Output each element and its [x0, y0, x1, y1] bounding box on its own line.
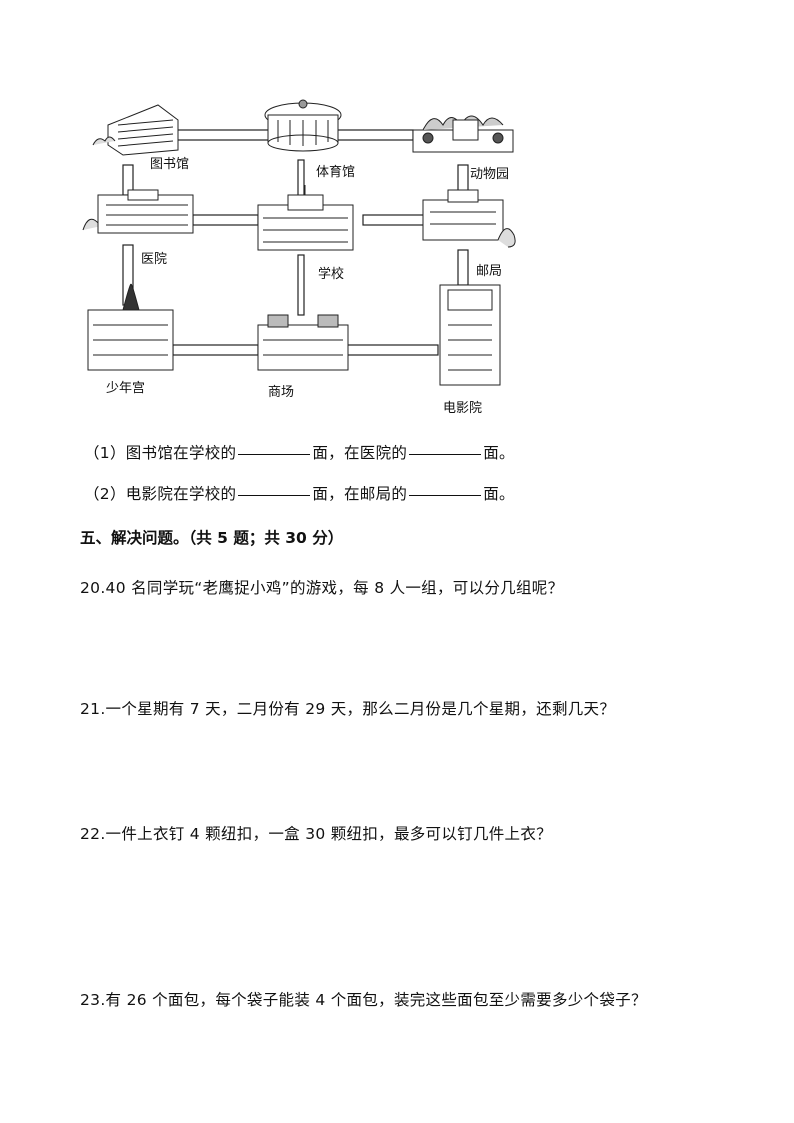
- q2-middle: 面，在邮局的: [312, 485, 408, 503]
- label-mall: 商场: [268, 385, 294, 400]
- question-2: （2）电影院在学校的 面，在邮局的 面。: [84, 482, 515, 504]
- hospital-building: [82, 189, 194, 234]
- q2-prefix: （2）电影院在学校的: [84, 485, 237, 503]
- label-school: 学校: [318, 266, 344, 282]
- school-building: [257, 185, 354, 251]
- q1-prefix: （1）图书馆在学校的: [84, 444, 237, 462]
- label-zoo: 动物园: [470, 167, 509, 182]
- q1-middle: 面，在医院的: [312, 444, 408, 462]
- zoo-building: [412, 115, 514, 153]
- stadium-building: [264, 99, 342, 152]
- q2-blank-1[interactable]: [238, 483, 311, 496]
- q1-blank-1[interactable]: [238, 442, 311, 455]
- q2-blank-2[interactable]: [409, 483, 482, 496]
- problem-22: 22.一件上衣钉 4 颗纽扣，一盒 30 颗纽扣，最多可以钉几件上衣？: [80, 825, 552, 843]
- label-library: 图书馆: [150, 157, 189, 172]
- section-title: 五、解决问题。（共 5 题；共 30 分）: [80, 529, 344, 547]
- label-stadium: 体育馆: [316, 164, 355, 180]
- problem-20: 20.40 名同学玩“老鹰捉小鸡”的游戏，每 8 人一组，可以分几组呢？: [80, 579, 564, 597]
- cinema-building: [439, 284, 501, 386]
- question-1: （1）图书馆在学校的 面，在医院的 面。: [84, 441, 515, 463]
- problem-23: 23.有 26 个面包，每个袋子能装 4 个面包，装完这些面包至少需要多少个袋子…: [80, 991, 647, 1009]
- label-hospital: 医院: [141, 252, 167, 267]
- label-cinema: 电影院: [443, 401, 482, 416]
- roads: [122, 129, 469, 356]
- map-illustration: 图书馆 体育馆 动物园 医院: [78, 90, 528, 420]
- q1-suffix: 面。: [483, 444, 515, 462]
- mall-building: [257, 314, 349, 371]
- youth-palace-building: [87, 283, 174, 371]
- q2-suffix: 面。: [483, 485, 515, 503]
- q1-blank-2[interactable]: [409, 442, 482, 455]
- label-youth-palace: 少年宫: [106, 381, 145, 396]
- library-building: [92, 104, 179, 156]
- label-post-office: 邮局: [476, 264, 502, 279]
- map-svg: 图书馆 体育馆 动物园 医院: [82, 99, 516, 416]
- problem-21: 21.一个星期有 7 天，二月份有 29 天，那么二月份是几个星期，还剩几天？: [80, 700, 616, 718]
- post-office-building: [422, 189, 516, 248]
